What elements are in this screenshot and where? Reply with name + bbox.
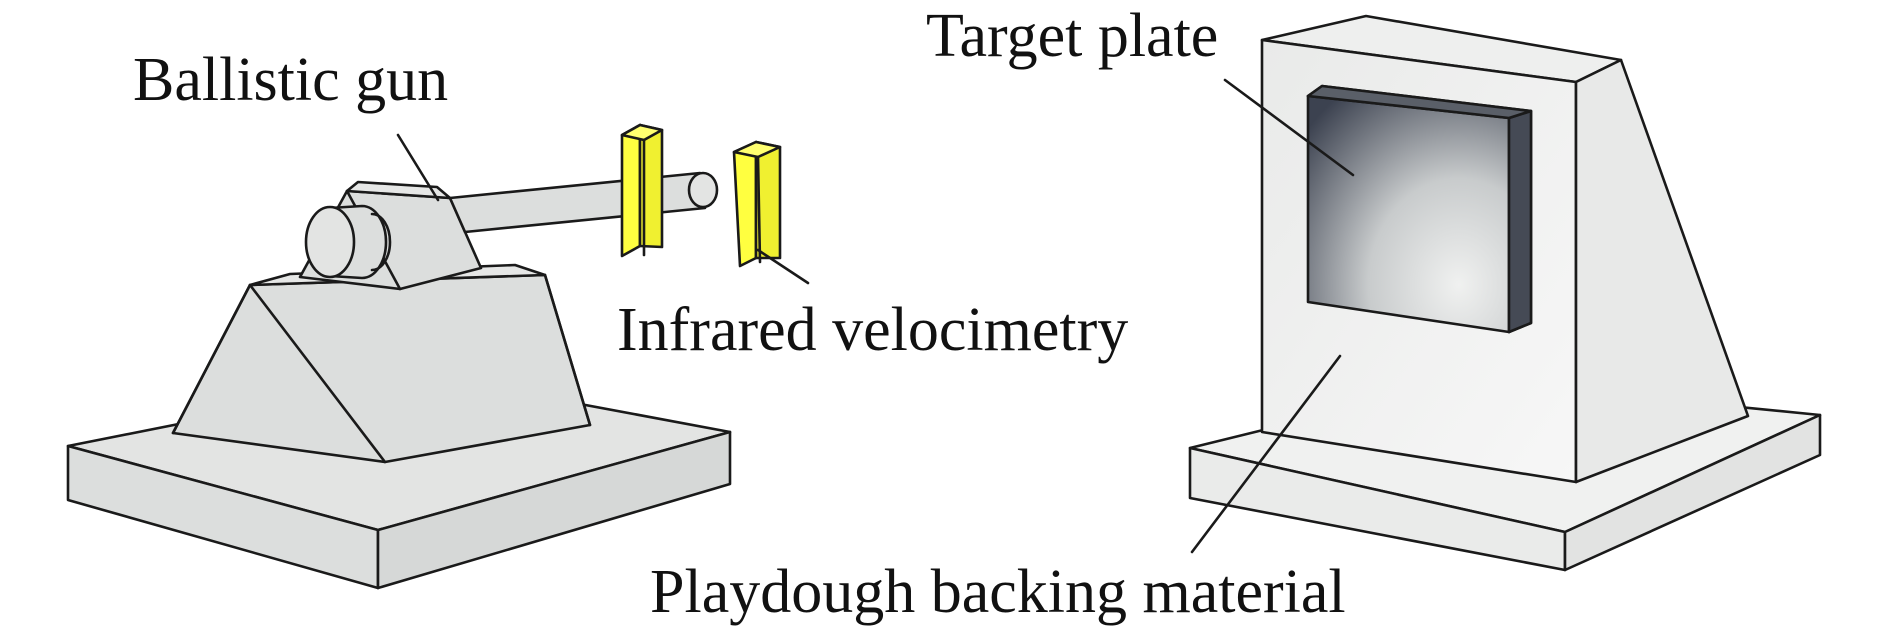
leader-target-plate: [1223, 78, 1355, 177]
ballistic-gun: [66, 171, 732, 590]
infrared-gate-2: [732, 140, 782, 268]
leader-infrared: [756, 248, 810, 285]
gun-barrel: [448, 171, 719, 234]
infrared-gate-1: [620, 123, 664, 258]
leader-playdough: [1190, 354, 1342, 554]
label-target-plate: Target plate: [926, 2, 1218, 70]
gun-pedestal: [171, 263, 592, 464]
label-playdough-backing: Playdough backing material: [650, 558, 1346, 626]
label-infrared-velocimetry: Infrared velocimetry: [617, 296, 1128, 364]
gun-breech: [304, 204, 392, 280]
label-ballistic-gun: Ballistic gun: [133, 46, 448, 114]
leader-ballistic-gun: [396, 133, 440, 202]
infrared-velocimetry-gates: [620, 123, 782, 268]
target-stand: [1188, 14, 1822, 572]
target-plate: [1306, 84, 1533, 334]
